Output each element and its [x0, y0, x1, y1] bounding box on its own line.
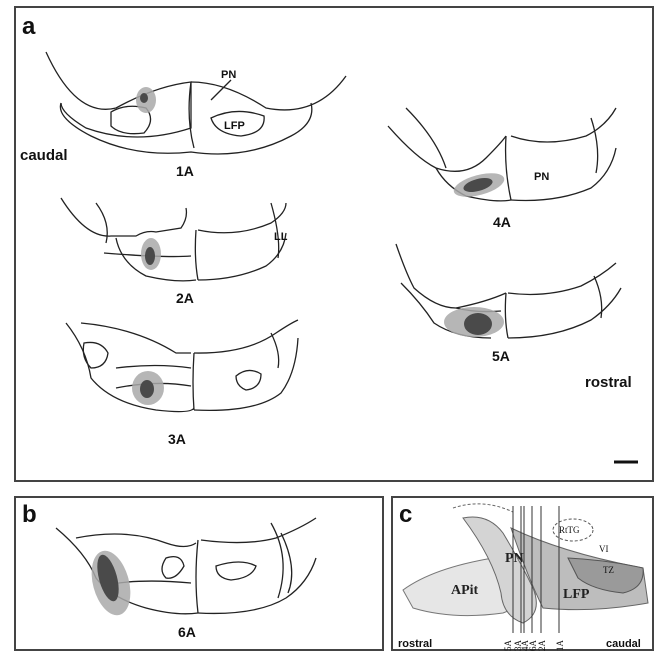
panel-a-drawing: a PN LFP 1A caudal [16, 8, 656, 484]
section-4a: PN 4A [388, 108, 616, 230]
orientation-rostral-c: rostral [398, 638, 432, 650]
section-line-label-5a: 5A [503, 640, 513, 652]
lesion-core-1a [140, 93, 148, 103]
label-rttg: RtTG [559, 525, 580, 535]
label-apit: APit [451, 583, 479, 598]
label-lfp-1a: LFP [224, 120, 245, 132]
panel-b: b 6A [14, 496, 384, 651]
orientation-rostral: rostral [585, 374, 632, 391]
section-label-5a: 5A [492, 348, 510, 364]
section-label-6a: 6A [178, 624, 196, 640]
orientation-caudal: caudal [20, 147, 68, 164]
lesion-core-5a [464, 313, 492, 335]
section-1a: PN LFP 1A [46, 52, 346, 179]
label-ll-2a: LL [274, 231, 288, 243]
panel-a: a PN LFP 1A caudal [14, 6, 654, 482]
label-tz: TZ [603, 565, 614, 575]
lesion-core-2a [145, 247, 155, 265]
section-2a: LL 2A [61, 198, 288, 306]
section-line-label-1a: 1A [555, 640, 565, 652]
section-label-2a: 2A [176, 290, 194, 306]
label-pn-1a: PN [221, 69, 236, 81]
section-label-3a: 3A [168, 431, 186, 447]
label-pn: PN [505, 551, 524, 566]
label-lfp: LFP [563, 587, 590, 602]
dorsal-contour [453, 504, 513, 512]
section-label-4a: 4A [493, 214, 511, 230]
section-line-label-2a: 2A [537, 640, 547, 652]
section-3a: 3A [66, 320, 298, 447]
section-label-1a: 1A [176, 163, 194, 179]
panel-b-drawing: b 6A [16, 498, 386, 653]
section-6a [56, 518, 316, 620]
panel-c-drawing: c 5A 3A 4A 6A 2A 1A RtTG VI TZ [393, 498, 656, 653]
panel-a-letter: a [22, 13, 36, 40]
label-vi: VI [599, 544, 609, 554]
orientation-caudal-c: caudal [606, 638, 641, 650]
panel-c-letter: c [399, 501, 412, 528]
panel-b-letter: b [22, 501, 37, 528]
lesion-core-3a [140, 380, 154, 398]
label-pn-4a: PN [534, 171, 549, 183]
panel-c: c 5A 3A 4A 6A 2A 1A RtTG VI TZ [391, 496, 654, 651]
section-5a: 5A [396, 244, 621, 364]
